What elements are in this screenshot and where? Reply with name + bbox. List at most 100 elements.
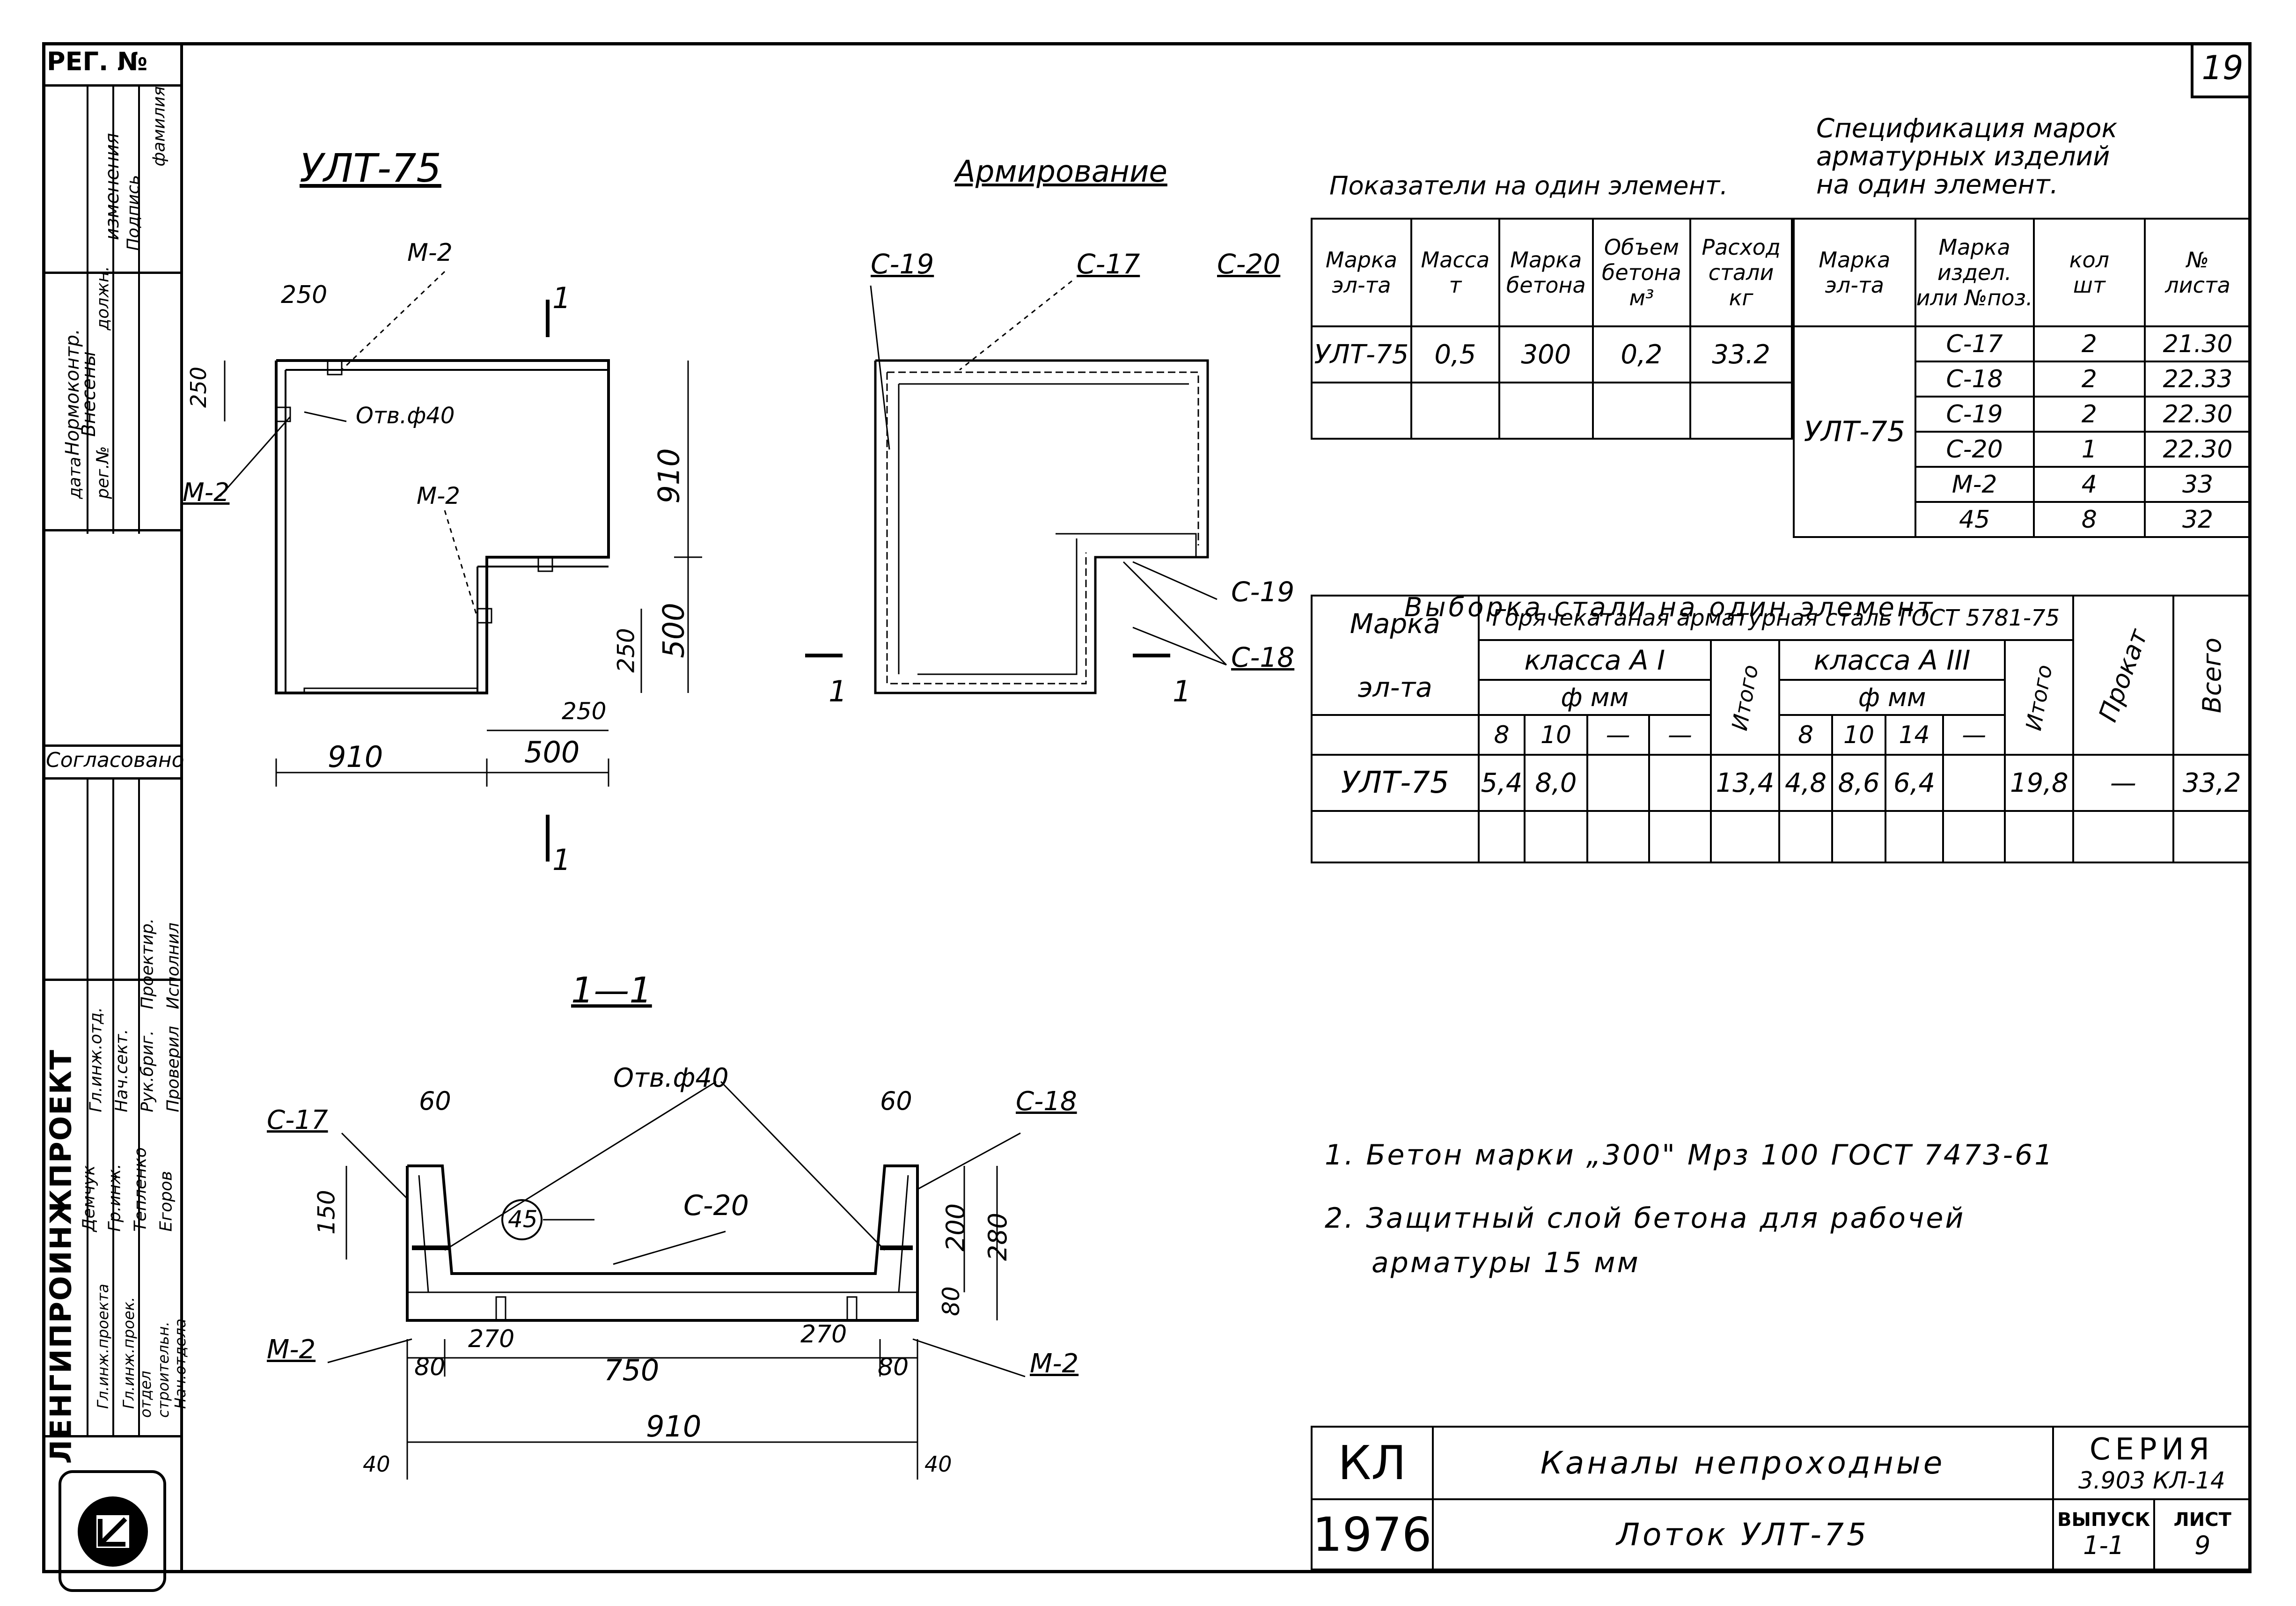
spec-qty: 4 xyxy=(2032,466,2146,503)
note-2-cont: арматуры 15 мм xyxy=(1372,1246,1640,1279)
ind-cell-concrete: 300 xyxy=(1498,325,1594,383)
plan-dim-inner-250b: 250 xyxy=(562,698,607,725)
spec-item: 45 xyxy=(1914,501,2035,538)
section-c20: С-20 xyxy=(683,1189,749,1222)
steel-h-class1: класса А I xyxy=(1477,639,1712,681)
reinf-cut-right: 1 xyxy=(1173,674,1191,708)
steel-cell xyxy=(1648,754,1712,812)
steel-h-itogo2: Итого xyxy=(2004,639,2075,756)
title-block: КЛ Каналы непроходные СЕРИЯ 3.903 КЛ-14 … xyxy=(1311,1426,2252,1570)
steel-cell-mark: УЛТ-75 xyxy=(1311,754,1480,812)
reinf-c20: С-20 xyxy=(1217,248,1281,280)
section-c18: С-18 xyxy=(1016,1086,1077,1117)
reg-no: РЕГ. № xyxy=(47,47,148,76)
spec-qty: 8 xyxy=(2032,501,2146,538)
spec-sheet: 22.30 xyxy=(2144,431,2252,468)
steel-cell: — xyxy=(2072,754,2174,812)
ind-cell-mass: 0,5 xyxy=(1410,325,1500,383)
section-dim-280: 280 xyxy=(983,1212,1013,1261)
spec-sheet: 22.30 xyxy=(2144,396,2252,433)
steel-d3: 14 xyxy=(1884,714,1944,756)
steel-cell: 4,8 xyxy=(1778,754,1834,812)
spec-item: С-17 xyxy=(1914,325,2035,362)
steel-h-phi3: ф мм xyxy=(1778,679,2006,716)
reinf-title: Армирование xyxy=(955,155,1167,189)
tb-year: 1976 xyxy=(1311,1498,1434,1570)
spec-item: С-20 xyxy=(1914,431,2035,468)
steel-d1: — xyxy=(1648,714,1712,756)
strip-soglasovano: Согласовано xyxy=(46,748,184,772)
tb-sheet: ЛИСТ 9 xyxy=(2153,1498,2252,1570)
section-dim-60-right: 60 xyxy=(880,1086,912,1116)
steel-cell: 19,8 xyxy=(2004,754,2075,812)
steel-h-prokat: Прокат xyxy=(2072,595,2174,756)
note-2: 2. Защитный слой бетона для рабочей xyxy=(1325,1202,1966,1235)
spec-title: Спецификация марок арматурных изделий на… xyxy=(1816,113,2118,200)
steel-h-phi1: ф мм xyxy=(1477,679,1712,716)
reinf-c17: С-17 xyxy=(1077,248,1140,280)
spec-cell-element: УЛТ-75 xyxy=(1793,325,1916,538)
steel-h-itogo1: Итого xyxy=(1710,639,1780,756)
sheet-number: 19 xyxy=(2201,49,2244,87)
steel-d3: — xyxy=(1942,714,2006,756)
plan-dim-width-low: 500 xyxy=(524,735,580,769)
steel-d3: 8 xyxy=(1778,714,1834,756)
logo-emblem-icon xyxy=(78,1496,148,1567)
steel-d1: 8 xyxy=(1477,714,1526,756)
section-dim-750: 750 xyxy=(604,1353,660,1387)
spec-qty: 1 xyxy=(2032,431,2146,468)
reinf-c19-top: С-19 xyxy=(871,248,934,280)
sheet-number-box: 19 xyxy=(2191,42,2252,98)
steel-h-vsego: Всего xyxy=(2172,595,2252,756)
ind-cell-steel: 33.2 xyxy=(1689,325,1793,383)
spec-qty: 2 xyxy=(2032,361,2146,398)
steel-cell: 13,4 xyxy=(1710,754,1780,812)
spec-sheet: 21.30 xyxy=(2144,325,2252,362)
section-dim-80-left: 80 xyxy=(414,1353,446,1381)
plan-label-m2-top: М-2 xyxy=(407,239,453,267)
plan-title: УЛТ-75 xyxy=(300,145,441,191)
tb-series: СЕРИЯ 3.903 КЛ-14 xyxy=(2052,1426,2252,1500)
spec-sheet: 22.33 xyxy=(2144,361,2252,398)
reinf-c19-right: С-19 xyxy=(1231,576,1295,608)
spec-sheet: 32 xyxy=(2144,501,2252,538)
steel-d1: — xyxy=(1586,714,1650,756)
spec-qty: 2 xyxy=(2032,396,2146,433)
steel-cell: 5,4 xyxy=(1477,754,1526,812)
steel-h-class3: класса А III xyxy=(1778,639,2006,681)
section-hole: Отв.ф40 xyxy=(613,1063,729,1093)
plan-section-top: 1 xyxy=(552,281,571,315)
steel-cell: 33,2 xyxy=(2172,754,2252,812)
section-c17: С-17 xyxy=(267,1105,328,1135)
ind-cell-mark: УЛТ-75 xyxy=(1311,325,1412,383)
section-dim-80-vert: 80 xyxy=(937,1286,965,1316)
steel-h-hot-rolled: Горячекатаная арматурная сталь ГОСТ 5781… xyxy=(1477,595,2075,641)
ind-cell-volume: 0,2 xyxy=(1592,325,1692,383)
section-dim-910: 910 xyxy=(646,1409,702,1444)
section-m2-left: М-2 xyxy=(267,1334,316,1365)
spec-item: С-18 xyxy=(1914,361,2035,398)
plan-dim-width-total: 910 xyxy=(328,740,383,774)
reinf-cut-left: 1 xyxy=(829,674,847,708)
plan-dim-top-offset: 250 xyxy=(281,281,328,309)
steel-d1: 10 xyxy=(1524,714,1588,756)
plan-label-m2-mid: М-2 xyxy=(417,482,460,509)
indicators-title: Показатели на один элемент. xyxy=(1329,171,1728,200)
institute-logo xyxy=(59,1470,166,1592)
section-dim-40-right: 40 xyxy=(924,1451,952,1477)
section-dim-40-left: 40 xyxy=(363,1451,390,1477)
